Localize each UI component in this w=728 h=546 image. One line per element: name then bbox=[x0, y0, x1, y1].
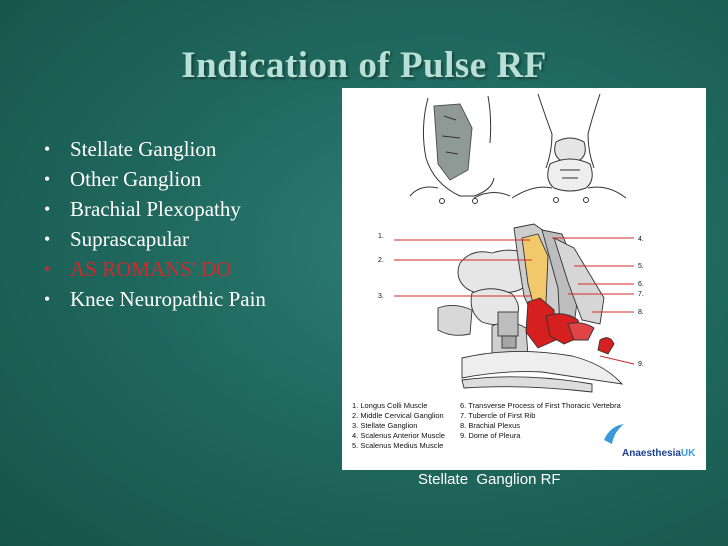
bullet-list: • Stellate Ganglion • Other Ganglion • Brac… bbox=[44, 134, 266, 314]
label-number: 1. bbox=[378, 233, 384, 240]
logo-suffix: UK bbox=[681, 448, 696, 459]
neck-sketch-left bbox=[409, 95, 511, 204]
bullet-text: Knee Neuropathic Pain bbox=[70, 287, 266, 311]
bullet-item: • Brachial Plexopathy bbox=[44, 194, 266, 224]
leader-lines bbox=[394, 237, 635, 365]
anatomy-illustration: 1. 2. 3. 4. 5. 6. 7. 8. 9. 1. Longus Col… bbox=[352, 93, 696, 459]
label-number: 2. bbox=[378, 257, 384, 264]
label-number: 3. bbox=[378, 293, 384, 300]
bullet-dot-icon: • bbox=[44, 259, 51, 279]
figure-legend: 1. Longus Colli Muscle 2. Middle Cervica… bbox=[352, 401, 622, 450]
slide-title: Indication of Pulse RF bbox=[181, 45, 547, 86]
legend-item: 3. Stellate Ganglion bbox=[352, 421, 417, 430]
legend-item: 7. Tubercle of First Rib bbox=[460, 411, 535, 420]
bullet-text: Brachial Plexopathy bbox=[70, 197, 241, 221]
bullet-text: AS ROMANS' DO bbox=[70, 257, 232, 281]
legend-item: 1. Longus Colli Muscle bbox=[352, 401, 427, 410]
legend-item: 4. Scalenus Anterior Muscle bbox=[352, 431, 445, 440]
bullet-dot-icon: • bbox=[44, 289, 51, 309]
label-number: 6. bbox=[638, 281, 644, 288]
anatomy-figure: 1. 2. 3. 4. 5. 6. 7. 8. 9. 1. Longus Col… bbox=[342, 88, 706, 470]
bullet-dot-icon: • bbox=[44, 229, 51, 249]
legend-item: 6. Transverse Process of First Thoracic … bbox=[460, 401, 622, 410]
label-number: 8. bbox=[638, 309, 644, 316]
bullet-item: • Knee Neuropathic Pain bbox=[44, 284, 266, 314]
cervical-anatomy bbox=[437, 223, 624, 393]
legend-item: 5. Scalenus Medius Muscle bbox=[352, 441, 443, 450]
bullet-dot-icon: • bbox=[44, 169, 51, 189]
bullet-text: Other Ganglion bbox=[70, 167, 202, 191]
legend-item: 9. Dome of Pleura bbox=[460, 431, 521, 440]
bullet-item: • Other Ganglion bbox=[44, 164, 266, 194]
bullet-item: • AS ROMANS' DO bbox=[44, 254, 266, 284]
label-number: 7. bbox=[638, 291, 644, 298]
logo-brand: Anaesthesia bbox=[622, 448, 681, 459]
bullet-text: Suprascapular bbox=[70, 227, 189, 251]
label-number: 4. bbox=[638, 236, 644, 243]
bullet-dot-icon: • bbox=[44, 199, 51, 219]
bullet-item: • Stellate Ganglion bbox=[44, 134, 266, 164]
label-number: 9. bbox=[638, 361, 644, 368]
label-number: 5. bbox=[638, 263, 644, 270]
bullet-text: Stellate Ganglion bbox=[70, 137, 217, 161]
figure-caption: Stellate Ganglion RF bbox=[418, 471, 561, 488]
anaesthesiauk-logo: AnaesthesiaUK bbox=[604, 424, 696, 459]
logo-swoosh-icon bbox=[604, 424, 624, 444]
legend-item: 8. Brachial Plexus bbox=[460, 421, 520, 430]
legend-item: 2. Middle Cervical Ganglion bbox=[352, 411, 444, 420]
bullet-dot-icon: • bbox=[44, 139, 51, 159]
bullet-item: • Suprascapular bbox=[44, 224, 266, 254]
svg-text:AnaesthesiaUK: AnaesthesiaUK bbox=[622, 448, 696, 459]
neck-sketch-right bbox=[511, 93, 627, 203]
